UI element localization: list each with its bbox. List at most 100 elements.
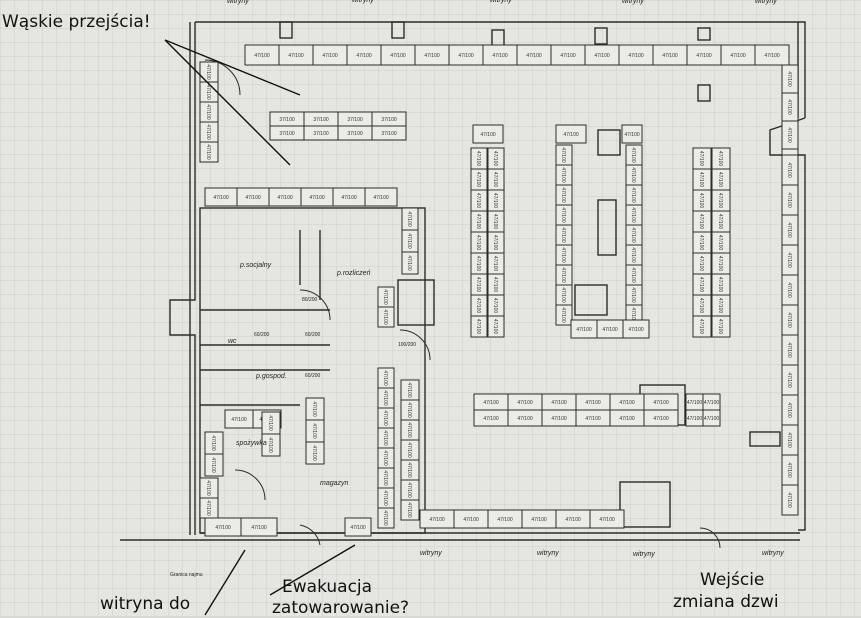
shelf-code: 47/100 — [565, 517, 581, 523]
shelf-code: 37/100 — [279, 117, 295, 123]
shelf-code: 47/100 — [786, 372, 792, 388]
shelf-code: 47/100 — [254, 53, 270, 59]
shelf-code: 47/100 — [213, 195, 229, 201]
shelf-code: 47/100 — [764, 53, 780, 59]
shelf-code: 47/100 — [560, 307, 566, 323]
shelf-code: 47/100 — [630, 147, 636, 163]
shelf-code: 47/100 — [382, 410, 388, 426]
note-entrance-2: zmiana dzwi — [673, 592, 779, 612]
shelf-code: 47/100 — [424, 53, 440, 59]
shelf-code: 47/100 — [717, 256, 723, 272]
window-label: witryny — [755, 0, 777, 5]
shelf-code: 47/100 — [231, 417, 247, 423]
shelf-code: 47/100 — [560, 187, 566, 203]
shelf-code: 47/100 — [429, 517, 445, 523]
shelf-code: 47/100 — [382, 309, 388, 325]
shelf-code: 47/100 — [475, 256, 481, 272]
shelf-code: 47/100 — [492, 319, 498, 335]
shelf-unit — [589, 509, 625, 529]
shelf-code: 47/100 — [492, 256, 498, 272]
shelf-code: 47/100 — [717, 151, 723, 167]
shelf-code: 47/100 — [458, 53, 474, 59]
shelf-code: 47/100 — [560, 227, 566, 243]
shelf-code: 47/100 — [560, 167, 566, 183]
shelf-code: 47/100 — [717, 319, 723, 335]
shelf-code: 47/100 — [517, 416, 533, 422]
shelf-code: 47/100 — [717, 235, 723, 251]
shelf-code: 47/100 — [406, 442, 412, 458]
pillar — [697, 27, 711, 41]
note-narrow-passages: Wąskie przejścia! — [2, 12, 151, 32]
shelf-code: 47/100 — [475, 193, 481, 209]
shelf-code: 47/100 — [341, 195, 357, 201]
shelf-code: 47/100 — [205, 480, 211, 496]
shelf-code: 47/100 — [786, 127, 792, 143]
shelf-code: 47/100 — [786, 222, 792, 238]
shelf-code: 47/100 — [350, 525, 366, 531]
shelf-code: 37/100 — [313, 117, 329, 123]
shelf-unit — [240, 517, 278, 537]
shelf-code: 47/100 — [687, 416, 703, 422]
shelf-code: 47/100 — [624, 132, 640, 138]
shelf-code: 47/100 — [309, 195, 325, 201]
shelf-code: 47/100 — [599, 517, 615, 523]
shelf-code: 47/100 — [630, 167, 636, 183]
shelf-code: 47/100 — [786, 342, 792, 358]
shelf-code: 47/100 — [531, 517, 547, 523]
shelf-code: 47/100 — [786, 252, 792, 268]
shelf-code: 47/100 — [786, 462, 792, 478]
pillar — [279, 21, 293, 39]
shelf-code: 47/100 — [210, 457, 216, 473]
shelf-code: 37/100 — [347, 131, 363, 137]
cash-desk — [397, 279, 435, 326]
shelf-code: 47/100 — [696, 53, 712, 59]
note-arrow — [269, 544, 356, 596]
shelf-code: 47/100 — [563, 132, 579, 138]
room-utility: p.gospod. — [256, 373, 287, 380]
shelf-code: 47/100 — [698, 277, 704, 293]
shelf-code: 47/100 — [717, 298, 723, 314]
shelf-code: 47/100 — [245, 195, 261, 201]
shelf-code: 47/100 — [475, 298, 481, 314]
shelf-code: 47/100 — [602, 327, 618, 333]
shelf-unit — [643, 409, 679, 427]
shelf-code: 47/100 — [698, 172, 704, 188]
checkout-2 — [619, 481, 671, 528]
shelf-code: 47/100 — [492, 235, 498, 251]
shelf-code: 47/100 — [382, 490, 388, 506]
shelf-code: 37/100 — [381, 117, 397, 123]
shelf-code: 47/100 — [551, 400, 567, 406]
shelf-code: 47/100 — [619, 400, 635, 406]
window-label: witryny — [420, 550, 442, 557]
shelf-code: 47/100 — [267, 415, 273, 431]
outer-wall-top — [195, 21, 806, 118]
shelf-code: 47/100 — [475, 172, 481, 188]
shelf-unit — [401, 251, 419, 275]
shelf-code: 47/100 — [311, 423, 317, 439]
shelf-code: 47/100 — [560, 147, 566, 163]
shelf-unit — [199, 141, 219, 163]
shelf-code: 47/100 — [475, 277, 481, 293]
shelf-code: 47/100 — [786, 402, 792, 418]
shelf-code: 47/100 — [205, 64, 211, 80]
shelf-code: 47/100 — [630, 207, 636, 223]
outer-wall-left — [169, 22, 196, 535]
shelf-code: 47/100 — [560, 267, 566, 283]
shelf-code: 47/100 — [311, 445, 317, 461]
shelf-code: 47/100 — [406, 382, 412, 398]
window-label: witryny — [227, 0, 249, 5]
shelf-code: 47/100 — [492, 151, 498, 167]
shelf-code: 47/100 — [322, 53, 338, 59]
shelf-unit — [377, 507, 395, 529]
shelf-code: 47/100 — [630, 227, 636, 243]
pillar — [597, 129, 621, 156]
shelf-code: 47/100 — [717, 193, 723, 209]
shelf-code: 47/100 — [382, 430, 388, 446]
note-arrow — [204, 549, 246, 616]
shelf-code: 47/100 — [551, 416, 567, 422]
shelf-code: 47/100 — [594, 53, 610, 59]
shelf-code: 47/100 — [786, 71, 792, 87]
shelf-code: 47/100 — [576, 327, 592, 333]
shelf-code: 47/100 — [698, 319, 704, 335]
